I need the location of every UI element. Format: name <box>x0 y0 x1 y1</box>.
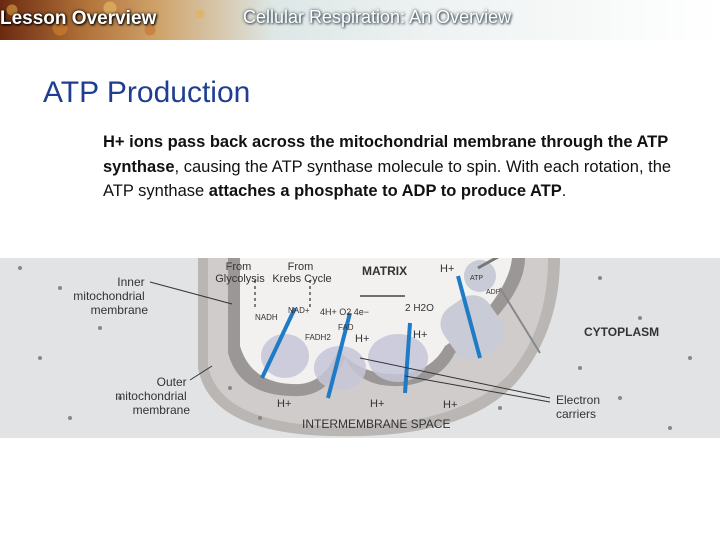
outer-membrane-label: Outer mitochondrial membrane <box>115 375 190 417</box>
protein-complex <box>368 334 428 382</box>
synthase-stalk <box>499 287 541 354</box>
fad-label: FAD <box>338 323 354 332</box>
from-glycolysis-label: From Glycolysis <box>215 261 265 285</box>
inner-membrane-label: Inner mitochondrial membrane <box>73 275 148 317</box>
matrix-label: MATRIX <box>362 264 407 278</box>
protein-complex <box>261 334 309 378</box>
h-plus-label: H+ <box>413 329 427 341</box>
body-paragraph: H+ ions pass back across the mitochondri… <box>103 130 673 204</box>
carrier-pointer <box>404 375 551 403</box>
atp-label: ATP <box>470 275 483 282</box>
adp-label: ADP <box>486 289 501 296</box>
h-plus-label: H+ <box>355 333 369 345</box>
particle-dots <box>18 266 692 430</box>
intermembrane-label: INTERMEMBRANE SPACE <box>302 417 450 431</box>
fadh2-label: FADH2 <box>305 333 331 342</box>
h-plus-arrow <box>326 312 352 399</box>
h-plus-arrow <box>403 322 412 394</box>
nadh-label: NADH <box>255 313 278 322</box>
diagram-illustration: Inner mitochondrial membrane Outer mitoc… <box>18 258 692 437</box>
atp-arrow <box>477 258 500 270</box>
header-banner: Lesson Overview Cellular Respiration: An… <box>0 0 720 40</box>
body-text: , causing the ATP synthase molecule to s… <box>103 157 672 201</box>
outer-membrane-pointer <box>189 365 213 381</box>
body-text-bold: attaches a phosphate to ADP to <box>208 182 457 200</box>
h-plus-label: H+ <box>277 398 291 410</box>
atp-synthase-diagram: Inner mitochondrial membrane Outer mitoc… <box>0 258 720 438</box>
from-krebs-label: From Krebs Cycle <box>272 261 331 285</box>
header-decoration <box>0 0 230 40</box>
water-label: 2 H2O <box>405 303 434 314</box>
h-plus-arrow <box>260 307 297 379</box>
nad-label: NAD+ <box>288 306 310 315</box>
body-text-bold: the ATP synthase <box>103 133 668 176</box>
cytoplasm-label: CYTOPLASM <box>584 325 659 339</box>
body-text-bold: produce ATP <box>460 182 562 200</box>
h-plus-arrow <box>456 275 482 359</box>
h-plus-label: H+ <box>370 398 384 410</box>
h-plus-label: H+ <box>443 399 457 411</box>
atp-synthase-head <box>464 260 496 292</box>
o2-reaction-label: 4H+ O2 4e− <box>320 307 369 317</box>
slide-subtitle: Cellular Respiration: An Overview <box>243 7 512 27</box>
electron-carriers-label: Electron carriers <box>556 393 603 421</box>
body-text: . <box>561 182 567 200</box>
h-plus-label: H+ <box>440 263 454 275</box>
lesson-label: Lesson Overview <box>0 8 157 29</box>
protein-complex <box>314 346 366 390</box>
inner-membrane-pointer <box>149 281 233 305</box>
slide-title: ATP Production <box>43 76 251 109</box>
carrier-pointer <box>359 357 551 399</box>
body-text-bold: H+ ions pass back across the mitochondri… <box>103 133 608 151</box>
